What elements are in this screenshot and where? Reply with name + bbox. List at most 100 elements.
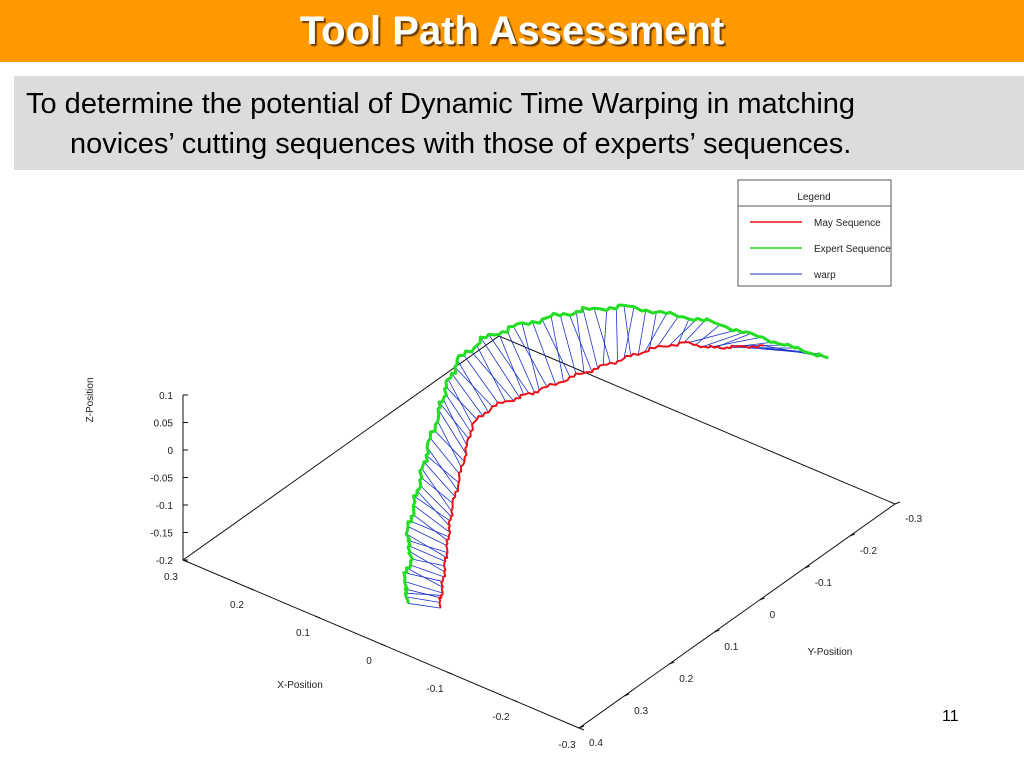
page-number: 11 (942, 708, 959, 725)
warp-line (403, 572, 443, 582)
legend-label: warp (813, 270, 836, 281)
warp-line (644, 313, 667, 353)
x-tick-mark (446, 671, 453, 675)
warp-line (615, 309, 618, 362)
x-tick-label: 0.2 (230, 600, 244, 611)
z-axis-label: Z-Position (85, 377, 96, 422)
warp-line (442, 398, 468, 447)
warp-line (488, 334, 530, 394)
warp-line (409, 551, 445, 572)
z-tick-label: -0.05 (150, 474, 173, 485)
x-tick-mark (314, 615, 321, 619)
axis-labels: X-Position Y-Position Z-Position (85, 377, 852, 691)
warp-line (637, 309, 647, 355)
legend-title: Legend (797, 192, 830, 203)
y-tick-mark (623, 693, 630, 697)
x-tick-mark (578, 727, 585, 731)
x-tick-mark (248, 587, 255, 591)
x-tick-label: 0.1 (296, 628, 310, 639)
warp-line (416, 490, 451, 527)
warp-line (683, 318, 707, 343)
x-tick-mark (380, 643, 387, 647)
warp-line (582, 307, 599, 369)
y-axis-label: Y-Position (808, 647, 853, 658)
warp-line (714, 332, 752, 349)
warp-line (406, 592, 441, 596)
warp-line (593, 307, 611, 363)
warp-line (407, 526, 447, 546)
y-tick-mark (849, 533, 856, 537)
warp-line (404, 581, 443, 594)
y-tick-label: 0.3 (634, 706, 648, 717)
legend-box (737, 179, 892, 287)
warp-line (498, 334, 525, 395)
warp-line (413, 514, 447, 541)
x-tick-label: -0.3 (558, 740, 576, 751)
warp-line (695, 324, 721, 345)
warp-line (407, 540, 448, 553)
warp-line (569, 315, 593, 373)
warp-line (689, 330, 734, 343)
warp-line (550, 316, 565, 382)
objective-text-box: To determine the potential of Dynamic Ti… (14, 76, 1024, 170)
y-tick-mark (759, 597, 765, 601)
y-tick-label: 0 (770, 610, 776, 621)
warp-line (623, 306, 635, 359)
warp-line (420, 485, 452, 517)
warp-line (407, 602, 441, 609)
series-lines (402, 303, 829, 609)
y-tick-label: -0.3 (905, 514, 923, 525)
warp-line (560, 315, 577, 374)
warp-line (437, 408, 467, 455)
y-tick-mark (578, 725, 585, 729)
warp-line (425, 454, 460, 483)
warp-line (413, 504, 451, 534)
warp-line (446, 387, 478, 420)
warp-line (602, 310, 608, 365)
warp-line (408, 545, 446, 562)
slide-title: Tool Path Assessment (299, 8, 725, 53)
x-axis-label: X-Position (277, 680, 323, 691)
y-tick-label: -0.1 (815, 578, 833, 589)
warp-line (413, 495, 451, 521)
warp-line (430, 437, 460, 474)
x-tick-label: 0 (366, 656, 372, 667)
warp-line (412, 558, 445, 567)
y-tick-mark (804, 565, 810, 569)
warp-line (480, 336, 521, 399)
x-tick-label: 0.3 (164, 572, 178, 583)
y-tick-label: 0.4 (589, 738, 603, 749)
warp-line (438, 401, 469, 439)
novice-sequence-line (438, 341, 765, 609)
warp-line (407, 589, 440, 598)
z-tick-label: -0.2 (156, 556, 174, 567)
y-tick-label: 0.2 (679, 674, 693, 685)
warp-line (541, 319, 571, 377)
x-tick-label: -0.2 (492, 712, 510, 723)
warp-line (649, 311, 657, 348)
warp-line (411, 521, 449, 538)
warp-line (410, 564, 444, 578)
warp-line (623, 305, 632, 357)
warp-line (454, 366, 493, 407)
warp-line (676, 318, 690, 346)
title-bar: Tool Path Assessment (0, 0, 1024, 62)
y-tick-mark (894, 501, 901, 505)
warp-line (423, 461, 456, 498)
warp-line (446, 395, 471, 432)
warp-line (434, 430, 465, 462)
objective-text-line-1: To determine the potential of Dynamic Ti… (26, 88, 856, 120)
legend-label: May Sequence (814, 218, 881, 229)
expert-sequence-line (402, 303, 829, 604)
warp-line (476, 345, 506, 402)
warp-line (702, 332, 743, 348)
y-tick-mark (714, 629, 720, 633)
warp-line (507, 332, 535, 393)
warp-line (531, 321, 557, 386)
legend-label: Expert Sequence (814, 244, 891, 255)
objective-text-line-2: novices’ cutting sequences with those of… (70, 128, 852, 160)
z-tick-label: 0.05 (154, 419, 174, 430)
